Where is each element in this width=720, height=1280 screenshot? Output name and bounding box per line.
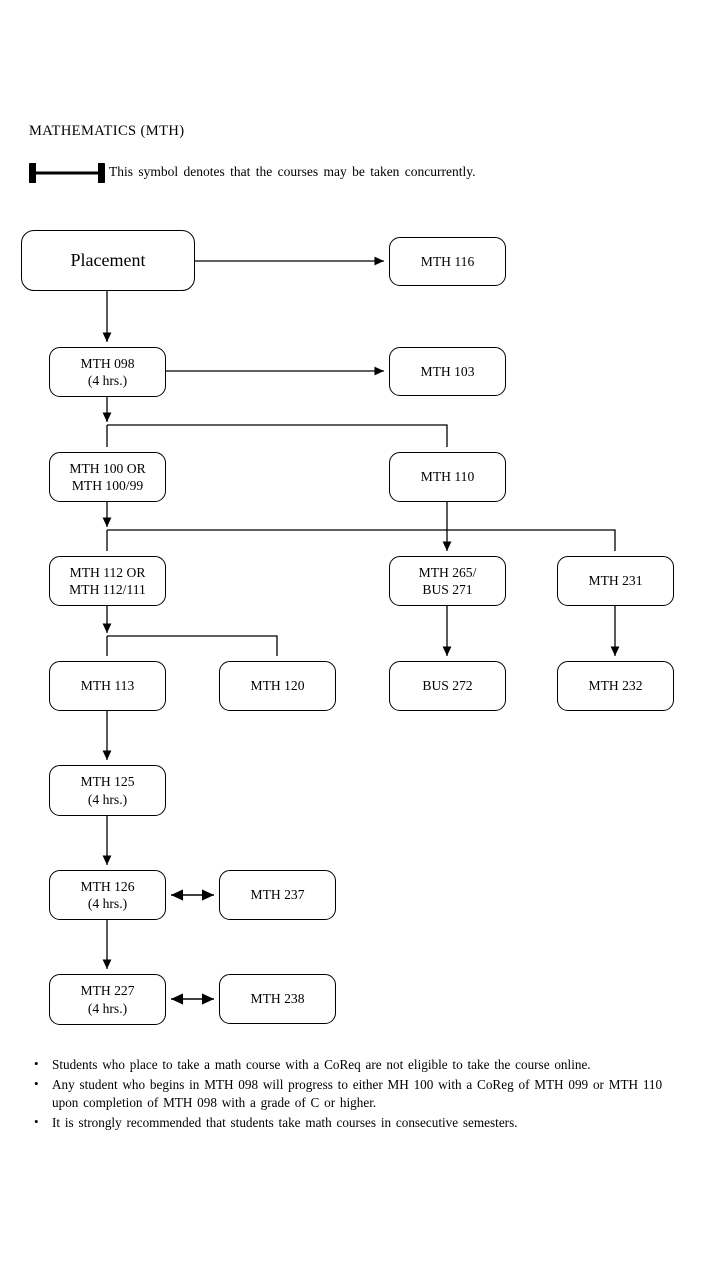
course-box-sublabel: (4 hrs.): [87, 1000, 128, 1016]
course-box-sublabel: (4 hrs.): [87, 896, 128, 911]
page-title: MATHEMATICS (MTH): [29, 123, 185, 139]
course-box-label: MTH 120: [250, 678, 305, 694]
course-box-mth227[interactable]: MTH 227(4 hrs.): [49, 974, 166, 1025]
bus-row3: [107, 635, 278, 656]
course-box-label: MTH 237: [250, 887, 305, 903]
course-box-label: Placement: [70, 249, 146, 270]
notes-list: • Students who place to take a math cours…: [30, 1056, 690, 1134]
legend-label: This symbol denotes that the courses may…: [109, 164, 476, 179]
course-box-label: MTH 113: [80, 678, 135, 694]
note-text: It is strongly recommended that students…: [52, 1115, 518, 1131]
course-box-sublabel: (4 hrs.): [87, 791, 128, 807]
course-box-mth120[interactable]: MTH 120: [219, 661, 336, 711]
course-box-mth232[interactable]: MTH 232: [557, 661, 674, 711]
course-box-mth116[interactable]: MTH 116: [389, 237, 506, 286]
bullet-icon: •: [34, 1056, 39, 1071]
course-box-mth100[interactable]: MTH 100 OR MTH 100/99: [49, 452, 166, 502]
course-box-mth103[interactable]: MTH 103: [389, 347, 506, 396]
course-box-placement[interactable]: Placement: [21, 230, 195, 291]
bullet-icon: •: [34, 1114, 39, 1130]
course-box-sublabel: (4 hrs.): [87, 373, 128, 388]
course-box-mth231[interactable]: MTH 231: [557, 556, 674, 606]
course-box-mth237[interactable]: MTH 237: [219, 870, 336, 920]
course-box-sublabel: MTH 100/99: [71, 478, 144, 493]
bus-row1: [107, 424, 448, 447]
course-box-mth098[interactable]: MTH 098 (4 hrs.): [49, 347, 166, 397]
course-box-label: MTH 125: [80, 774, 135, 790]
course-box-label: MTH 098: [80, 355, 135, 371]
course-box-label: MTH 227: [80, 983, 135, 999]
note-text: Any student who begins in MTH 098 will p…: [52, 1076, 663, 1111]
course-box-label: MTH 265/: [418, 564, 477, 580]
course-box-label: MTH 103: [420, 363, 475, 379]
course-box-label: MTH 238: [250, 991, 305, 1007]
course-box-bus272[interactable]: BUS 272: [389, 661, 506, 711]
note-text: Students who place to take a math course…: [52, 1057, 591, 1072]
course-box-label: MTH 232: [588, 678, 643, 694]
course-box-label: MTH 112 OR: [69, 564, 146, 580]
course-box-label: MTH 110: [420, 469, 475, 485]
course-box-mth113[interactable]: MTH 113: [49, 661, 166, 711]
course-box-mth112[interactable]: MTH 112 OR MTH 112/111: [49, 556, 166, 606]
note-item: • Students who place to take a math cours…: [30, 1056, 690, 1075]
course-box-mth265[interactable]: MTH 265/BUS 271: [389, 556, 506, 606]
course-box-sublabel: MTH 112/111: [69, 582, 146, 597]
note-item: • Any student who begins in MTH 098 will …: [30, 1076, 690, 1113]
note-item: • It is strongly recommended that student…: [30, 1114, 690, 1133]
course-box-mth125[interactable]: MTH 125(4 hrs.): [49, 765, 166, 816]
course-box-mth110[interactable]: MTH 110: [389, 452, 506, 502]
course-box-label: MTH 100 OR: [69, 460, 146, 476]
bullet-icon: •: [34, 1075, 39, 1091]
course-box-sublabel: BUS 271: [422, 582, 473, 597]
course-box-label: MTH 116: [420, 253, 475, 269]
bus-row2: [107, 529, 616, 551]
double-headed-arrow-icon: [29, 163, 105, 183]
course-box-label: MTH 231: [588, 573, 643, 589]
course-box-mth126[interactable]: MTH 126 (4 hrs.): [49, 870, 166, 920]
course-box-mth238[interactable]: MTH 238: [219, 974, 336, 1024]
course-box-label: MTH 126: [80, 878, 135, 894]
course-box-label: BUS 272: [422, 678, 473, 694]
